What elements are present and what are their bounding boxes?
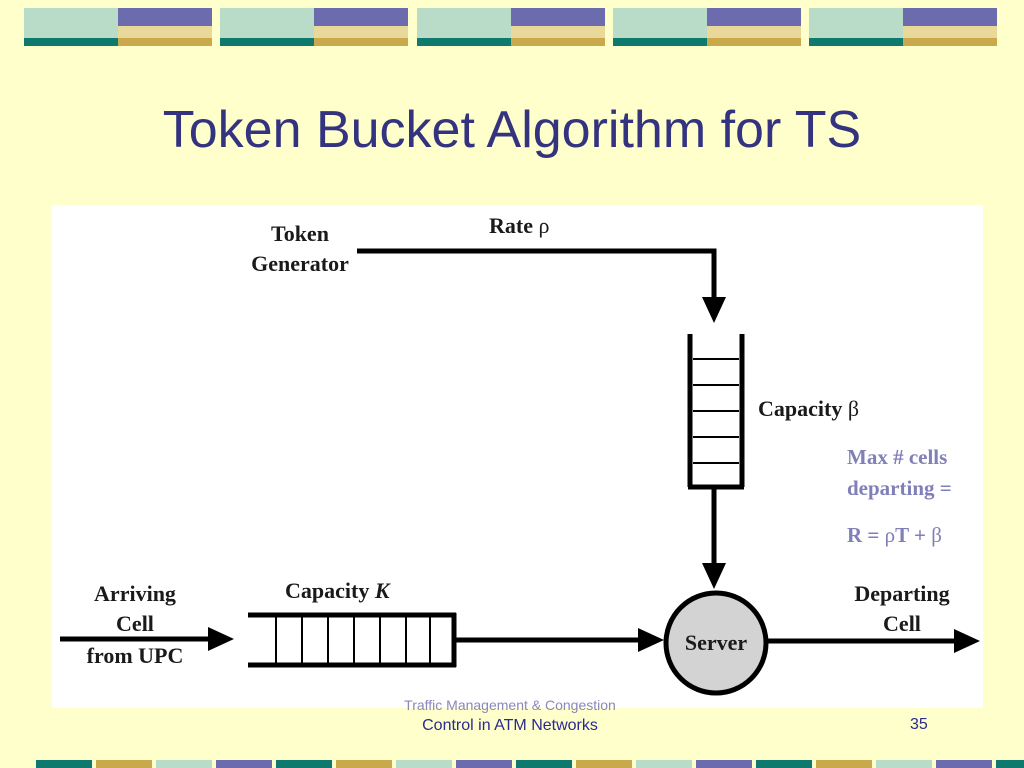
token-flow-line [357,248,717,299]
top-tile-segment [707,8,801,26]
bottom-tile-segment [336,760,392,768]
slide-title: Token Bucket Algorithm for TS [162,101,862,159]
max-cells-formula: R = ρT + β [847,523,942,547]
top-tile-segment [903,26,997,38]
top-tile-segment [118,8,212,26]
bottom-tile-segment [516,760,572,768]
capacity-beta-label: Capacity β [758,396,859,421]
bottom-tile-segment [696,760,752,768]
page-number: 35 [910,716,928,733]
bottom-tile-segment [276,760,332,768]
token-bucket-diagram: Token Generator Rate ρ Capacity β Max # … [52,205,983,708]
top-tile-segment [314,26,408,38]
token-generator-label-line2: Generator [251,251,349,276]
token-generator-label-line1: Token [271,221,329,246]
top-tile-segment [809,38,903,46]
top-tile-segment [417,26,511,38]
cell-queue [248,612,457,668]
bottom-tile-segment [996,760,1024,768]
arriving-label-line2: Cell [116,611,154,636]
top-tile-segment [118,26,212,38]
top-tile-segment [707,38,801,46]
bottom-tile-segment [576,760,632,768]
top-tile-segment [24,26,118,38]
top-tile-segment [511,8,605,26]
top-tile-segment [903,38,997,46]
top-tile-segment [24,38,118,46]
rate-label: Rate ρ [489,213,549,238]
bottom-tile-segment [36,760,92,768]
token-flow-arrowhead [702,297,726,323]
capacity-k-label: Capacity K [285,578,391,603]
top-tile-segment [118,38,212,46]
footer-line2: Control in ATM Networks [422,717,598,734]
top-tile-segment [707,26,801,38]
bucket-to-server-arrowhead [702,563,726,589]
top-tile-segment [511,26,605,38]
max-cells-line2: departing = [847,476,952,500]
token-bucket [687,334,745,490]
bottom-tile-segment [756,760,812,768]
top-tile-segment [220,38,314,46]
top-tile-segment [613,38,707,46]
top-tile-segment [511,38,605,46]
bottom-tile-segment [636,760,692,768]
queue-to-server-arrowhead [638,628,664,652]
arriving-arrowhead [208,627,234,651]
arriving-label-line3: from UPC [87,643,184,668]
footer-line1: Traffic Management & Congestion [404,700,616,713]
bottom-tile-segment [156,760,212,768]
server-node [663,590,769,696]
top-decorative-band [24,8,997,46]
departing-label-line1: Departing [854,581,949,606]
top-tile-segment [613,8,707,26]
bottom-tile-segment [876,760,932,768]
top-tile-segment [417,38,511,46]
bottom-tile-segment [936,760,992,768]
server-label: Server [685,630,748,655]
footer-text: Traffic Management & Congestion Control … [360,700,660,738]
diagram-canvas: Token Generator Rate ρ Capacity β Max # … [60,213,980,696]
bottom-tile-segment [816,760,872,768]
arriving-label-line1: Arriving [94,581,176,606]
departing-arrowhead [954,629,980,653]
top-tile-segment [903,8,997,26]
top-tile-segment [314,8,408,26]
top-tile-segment [24,8,118,26]
top-tile-segment [417,8,511,26]
max-cells-line1: Max # cells [847,445,947,469]
top-tile-segment [314,38,408,46]
bottom-decorative-band [36,760,1024,768]
top-tile-segment [220,26,314,38]
top-tile-segment [809,8,903,26]
bottom-tile-segment [396,760,452,768]
top-tile-segment [220,8,314,26]
bottom-tile-segment [456,760,512,768]
departing-label-line2: Cell [883,611,921,636]
bottom-tile-segment [96,760,152,768]
top-tile-segment [809,26,903,38]
top-tile-segment [613,26,707,38]
bottom-tile-segment [216,760,272,768]
